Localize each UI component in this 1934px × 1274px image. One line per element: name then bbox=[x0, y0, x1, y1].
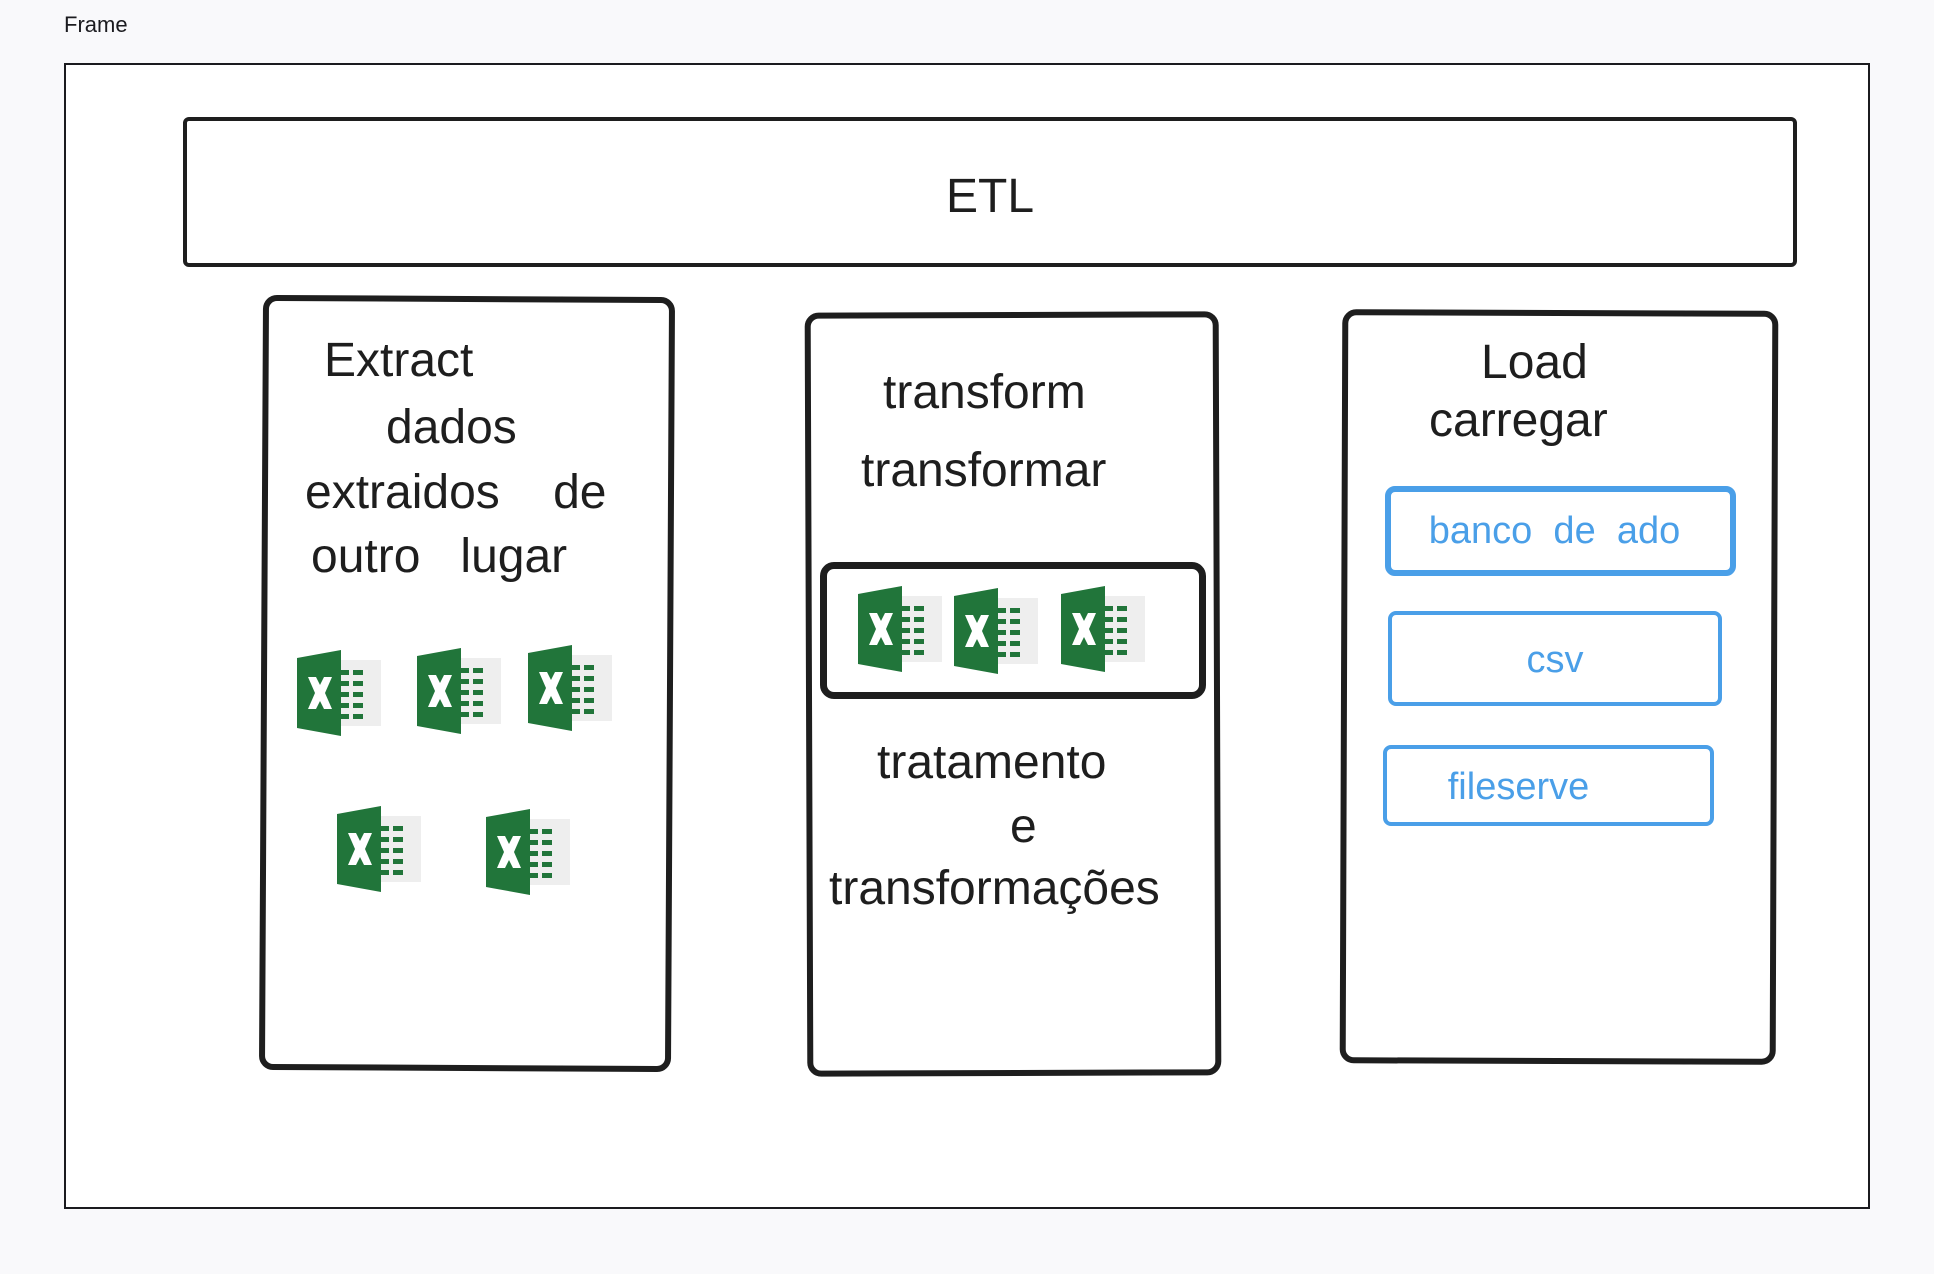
target-csv-label: csv bbox=[1526, 639, 1584, 681]
frame-label: Frame bbox=[64, 12, 128, 37]
transform-heading: transform bbox=[883, 366, 1086, 419]
transform-desc-line3: transformações bbox=[829, 862, 1160, 915]
excel-icon bbox=[417, 648, 501, 734]
extract-heading: Extract bbox=[324, 334, 474, 387]
target-database-box[interactable]: banco de ado bbox=[1385, 486, 1736, 576]
transform-desc-line1: tratamento bbox=[877, 736, 1107, 789]
etl-title-box[interactable]: ETL bbox=[183, 117, 1797, 267]
transform-subheading: transformar bbox=[861, 444, 1107, 497]
etl-title: ETL bbox=[945, 170, 1035, 223]
excel-icon bbox=[954, 588, 1038, 674]
extract-desc-line2: extraidos de bbox=[305, 466, 607, 519]
load-subheading: carregar bbox=[1429, 394, 1608, 447]
target-fileserve-box[interactable]: fileserve bbox=[1383, 745, 1714, 826]
target-csv-box[interactable]: csv bbox=[1388, 611, 1722, 706]
excel-icon bbox=[858, 586, 942, 672]
excel-icon bbox=[297, 650, 381, 736]
transform-desc-line2: e bbox=[1010, 800, 1037, 853]
extract-desc-line1: dados bbox=[386, 401, 517, 454]
excel-icon bbox=[1061, 586, 1145, 672]
excel-icon bbox=[528, 645, 612, 731]
load-heading: Load bbox=[1481, 336, 1588, 389]
excel-icon bbox=[486, 809, 570, 895]
target-database-label: banco de ado bbox=[1428, 510, 1681, 552]
excel-icon bbox=[337, 806, 421, 892]
extract-desc-line3: outro lugar bbox=[311, 530, 568, 583]
target-fileserve-label: fileserve bbox=[1447, 766, 1590, 808]
